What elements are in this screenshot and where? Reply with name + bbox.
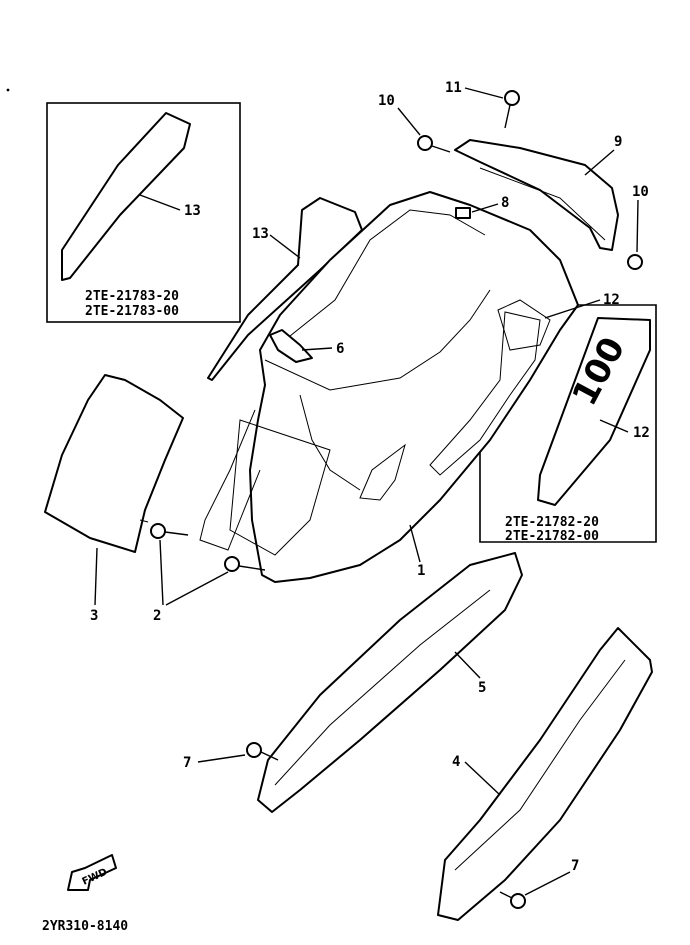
label-13: 13: [252, 226, 269, 242]
part-3-lid: 3: [44, 374, 184, 624]
label-11: 11: [445, 80, 462, 96]
part-2-fasteners: 2: [150, 523, 266, 624]
part-6-bracket: 6: [269, 329, 344, 363]
drawing-code: 2YR310-8140: [42, 919, 128, 934]
label-10-right: 10: [632, 184, 649, 200]
part-13-side-strip: 13: [207, 197, 363, 381]
part-10-screw-right: 10: [627, 184, 649, 270]
part-10-screw-top: 10: [378, 93, 451, 153]
label-7-left: 7: [183, 755, 191, 771]
part-8-clip: 8: [455, 195, 509, 219]
part-7-screw-left: 7: [183, 742, 279, 771]
label-3: 3: [90, 608, 98, 624]
part-5-side-rail: 5: [257, 552, 523, 813]
part-11-screw: 11: [445, 80, 520, 129]
label-12: 12: [603, 292, 620, 308]
inset-right-code-2: 2TE-21782-00: [505, 529, 599, 544]
label-10-top: 10: [378, 93, 395, 109]
label-9: 9: [614, 134, 622, 150]
fwd-arrow-icon: FWD: [67, 854, 117, 891]
part-4-lower-panel: 4: [437, 627, 653, 921]
label-7-right: 7: [571, 858, 579, 874]
part-7-screw-right: 7: [499, 858, 579, 909]
inset-left-code-1: 2TE-21783-20: [85, 289, 179, 304]
label-2: 2: [153, 608, 161, 624]
label-1: 1: [417, 563, 425, 579]
speck: [6, 88, 10, 92]
label-5: 5: [478, 680, 486, 696]
label-6: 6: [336, 341, 344, 357]
inset-left-code-2: 2TE-21783-00: [85, 304, 179, 319]
part-12-body-decal: 12: [497, 292, 620, 351]
inset-right-code-1: 2TE-21782-20: [505, 515, 599, 530]
inset-box-left: 13 2TE-21783-20 2TE-21783-00: [46, 102, 241, 323]
label-4: 4: [452, 754, 460, 770]
part-9-top-cover: 9: [454, 134, 622, 251]
inset-right-label-12: 12: [633, 425, 650, 441]
label-8: 8: [501, 195, 509, 211]
inset-left-label-13: 13: [184, 203, 201, 219]
